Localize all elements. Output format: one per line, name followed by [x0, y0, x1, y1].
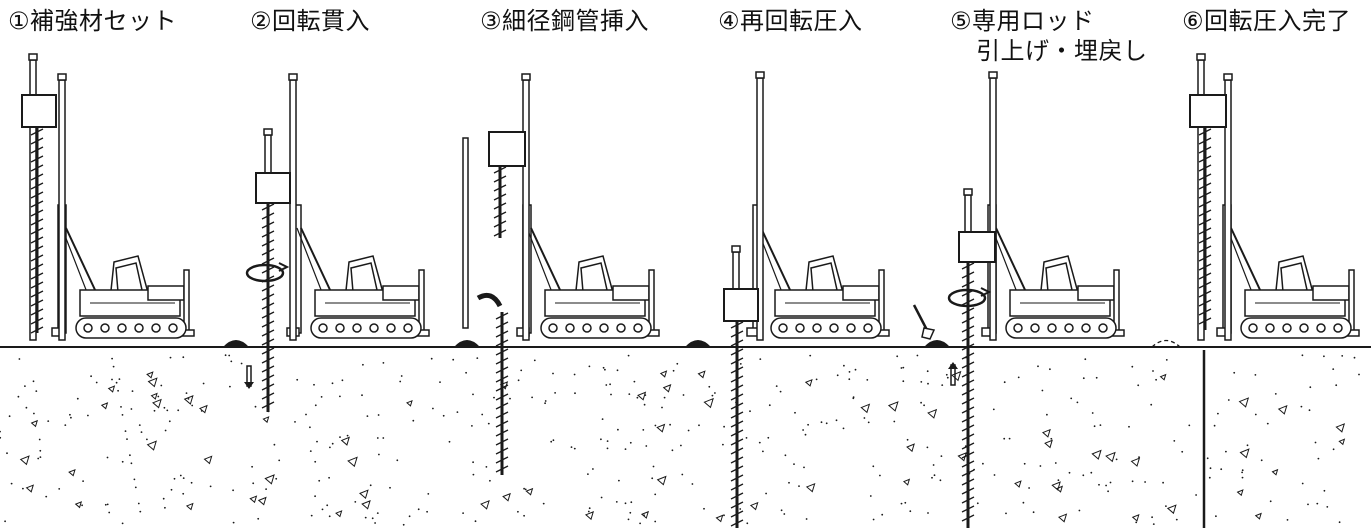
drive-head-step-3 — [488, 131, 526, 167]
auger-step-1 — [30, 128, 44, 334]
leader-step-1 — [57, 73, 67, 341]
step-5-label-line2: 引上げ・埋戻し — [976, 37, 1148, 65]
shovel-icon — [921, 327, 936, 340]
drive-head-step-5 — [958, 231, 996, 263]
drive-head-step-4 — [723, 288, 759, 322]
soil-texture — [0, 354, 1360, 526]
leader-step-6 — [1223, 73, 1233, 341]
rod-step-5 — [963, 188, 973, 236]
spoil-heap-step-4 — [685, 340, 711, 347]
auger-upper-step-3 — [493, 166, 507, 238]
step-2-label: ②回転貫入 — [250, 7, 371, 35]
auger-lower-step-3 — [495, 312, 509, 475]
step-4-label: ④再回転圧入 — [718, 7, 863, 35]
rig-step-2 — [286, 204, 430, 339]
auger-step-2 — [261, 203, 275, 412]
rig-step-6 — [1216, 204, 1360, 339]
auger-step-6 — [1198, 128, 1212, 330]
mast-step-3 — [521, 73, 531, 341]
rod-lower-step-5 — [961, 262, 975, 528]
step-5-label-line1: ⑤専用ロッド — [950, 7, 1095, 35]
backfill-mound-step-6 — [1151, 339, 1181, 348]
step-6-label: ⑥回転圧入完了 — [1182, 7, 1352, 35]
rig-step-5 — [981, 204, 1125, 339]
step-1-label: ①補強材セット — [8, 7, 178, 35]
insert-arrow-step-3 — [476, 292, 503, 308]
rod-step-2 — [263, 128, 273, 176]
drive-head-step-1 — [21, 94, 57, 128]
spoil-heap-step-5 — [924, 340, 950, 347]
mast-step-5 — [988, 71, 998, 341]
rotation-symbol-step-2 — [245, 262, 290, 283]
spoil-heap-step-2 — [223, 340, 249, 347]
drive-head-step-6 — [1189, 94, 1227, 128]
auger-step-4 — [730, 321, 744, 528]
rig-step-1 — [51, 204, 195, 339]
rod-step-4 — [731, 245, 741, 291]
mast-step-2 — [288, 73, 298, 341]
rig-step-4 — [746, 204, 890, 339]
drive-head-step-2 — [255, 172, 291, 204]
spoil-heap-step-3 — [454, 340, 480, 347]
mast-step-4 — [755, 71, 765, 341]
steel-pipe-step-3 — [462, 137, 469, 329]
rig-step-3 — [516, 204, 660, 339]
rotation-symbol-step-5 — [947, 287, 992, 308]
shovel-handle-step-5 — [912, 304, 930, 333]
up-arrow-step-5 — [948, 362, 958, 386]
step-5-label: ⑤専用ロッド 引上げ・埋戻し — [950, 6, 1148, 66]
step-3-label: ③細径鋼管挿入 — [480, 7, 650, 35]
down-arrow-step-2 — [244, 365, 254, 389]
